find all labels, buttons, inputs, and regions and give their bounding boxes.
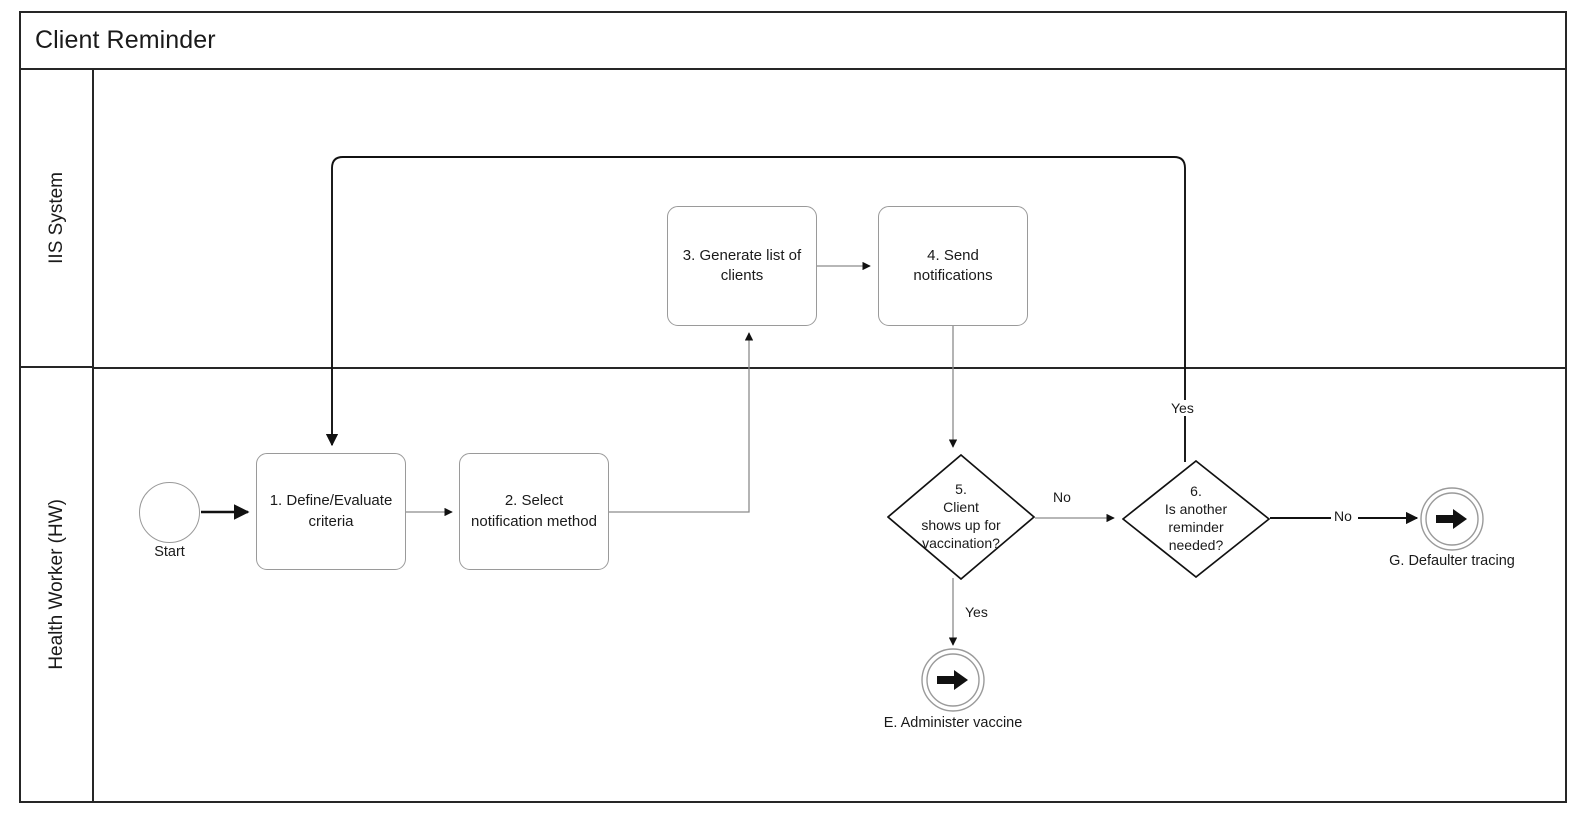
lane-header-iis-system: IIS System [21,70,94,368]
end-event-defaulter-tracing-label: G. Defaulter tracing [1389,553,1515,569]
flow-label-gateway6-yes: Yes [1168,400,1197,416]
task-4-send-notifications[interactable]: 4. Send notifications [878,206,1028,326]
lane-header-health-worker: Health Worker (HW) [21,368,94,801]
pool-frame [19,11,1567,803]
lane-label-health-worker: Health Worker (HW) [45,499,67,670]
task-1-define-evaluate-criteria[interactable]: 1. Define/Evaluate criteria [256,453,406,570]
end-event-administer-vaccine[interactable] [921,648,985,712]
pool-title: Client Reminder [21,13,1565,70]
flow-label-gateway5-yes: Yes [962,604,991,620]
end-event-defaulter-tracing[interactable] [1420,487,1484,551]
link-throw-arrow-icon [1436,509,1467,529]
task-3-generate-list-of-clients[interactable]: 3. Generate list of clients [667,206,817,326]
flow-label-gateway6-no: No [1331,508,1355,524]
link-throw-arrow-icon [937,670,968,690]
gateway-5-client-shows-up-for-vaccination[interactable]: 5. Client shows up for vaccination? [887,454,1035,580]
gateway-6-is-another-reminder-needed[interactable]: 6. Is another reminder needed? [1122,460,1270,578]
lane-divider [94,367,1565,369]
end-event-administer-vaccine-label: E. Administer vaccine [883,715,1023,731]
start-event-circle[interactable] [139,482,200,543]
flow-label-gateway5-no: No [1050,489,1074,505]
task-2-select-notification-method[interactable]: 2. Select notification method [459,453,609,570]
lane-label-iis-system: IIS System [45,172,67,264]
start-event-label: Start [154,544,185,560]
